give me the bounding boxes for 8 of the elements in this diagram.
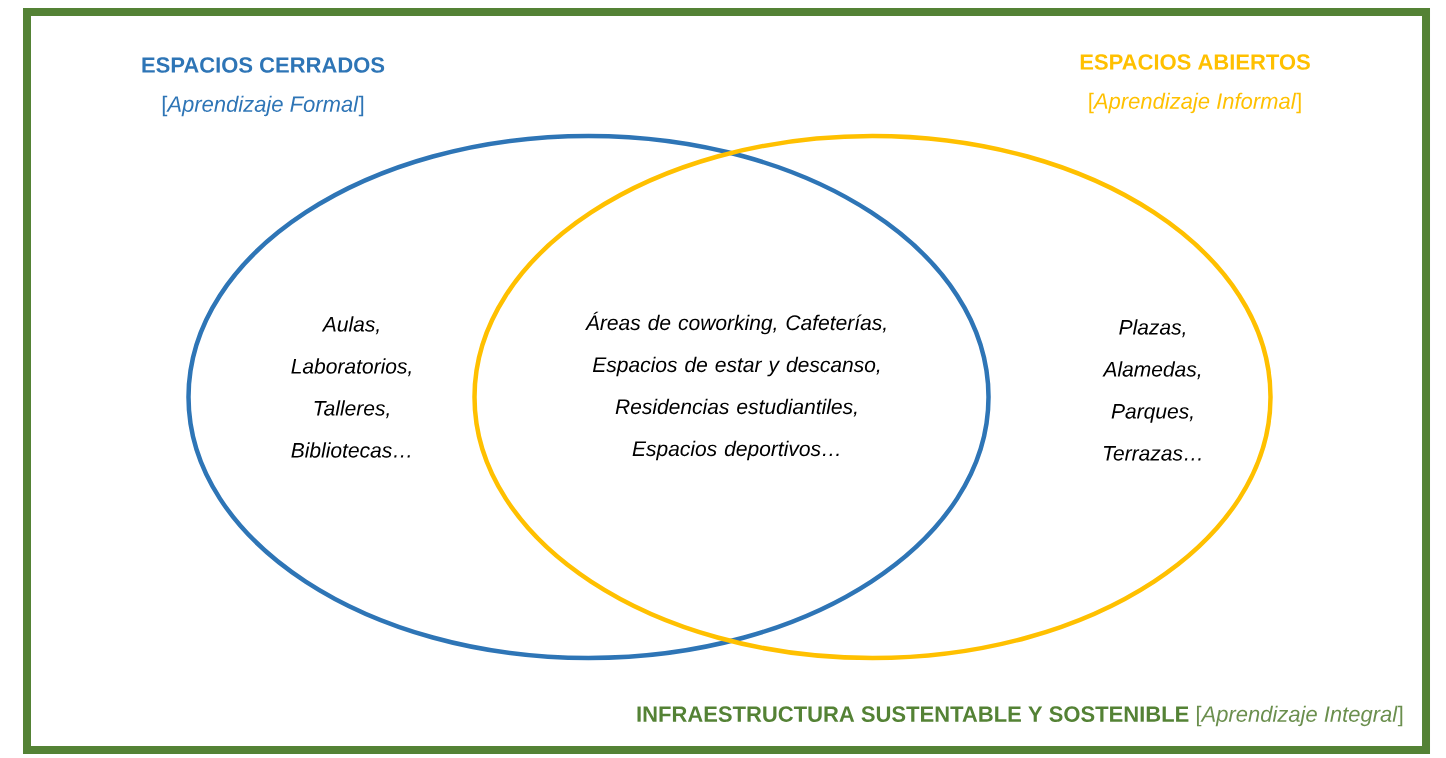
heading: ESPACIOS CERRADOS: [142, 57, 385, 73]
subheading: [Aprendizaje Informal]: [1089, 92, 1301, 114]
item-list: Plazas, Alamedas, Parques, Terrazas…: [1102, 319, 1201, 461]
item-list: Áreas de coworking, Cafeterías, Espacios de estar y descanso, Residencias estudiantiles, Espacios deportivos…: [585, 311, 886, 461]
heading: INFRAESTRUCTURA SUSTENTABLE Y SOSTENIBLE [Aprendizaje Integral]: [637, 705, 1403, 727]
heading: ESPACIOS ABIERTOS: [1080, 54, 1310, 70]
item-list: Aulas, Laboratorios, Talleres, Bibliotecas…: [291, 316, 411, 458]
subheading: [Aprendizaje Formal]: [162, 95, 364, 117]
